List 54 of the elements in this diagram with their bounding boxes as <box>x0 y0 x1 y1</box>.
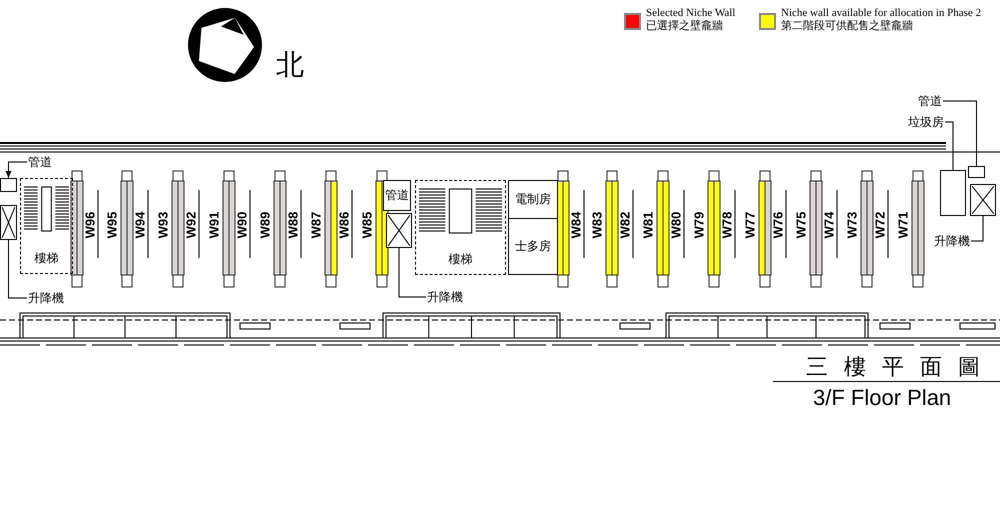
lift-shaft <box>0 205 17 240</box>
wall-number: W71 <box>896 212 910 238</box>
wall-number: W84 <box>569 212 584 238</box>
wall-number: W81 <box>641 212 656 238</box>
wall-number: W95 <box>105 212 120 238</box>
leader-text: 升降機 <box>427 290 463 304</box>
duct-box <box>940 170 966 216</box>
wall-number: W96 <box>83 212 98 238</box>
lift-shaft <box>386 213 412 248</box>
leader-text: 管道 <box>918 94 942 108</box>
legend-text: Selected Niche Wall 已選擇之壁龕牆 <box>646 7 736 33</box>
wall-number: W77 <box>743 212 758 238</box>
wall-number: W92 <box>184 212 198 238</box>
leader-line <box>6 162 28 178</box>
legend-text: Niche wall available for allocation in Phase 2 第二階段可供配售之壁龕牆 <box>781 7 982 33</box>
room-box: 電制房 <box>508 180 558 219</box>
leader-text: 垃圾房 <box>908 115 944 129</box>
wall-number: W93 <box>156 212 170 238</box>
duct-box <box>968 166 985 178</box>
wall-number: W90 <box>235 212 250 238</box>
room-box: 士多房 <box>508 218 558 275</box>
wall-number: W86 <box>337 212 352 238</box>
wall-number: W76 <box>771 212 786 238</box>
wall-number: W80 <box>669 212 684 238</box>
leader-text: 管道 <box>28 155 52 169</box>
wall-number: W82 <box>618 212 632 238</box>
duct-box <box>0 178 17 192</box>
room-label: 樓梯 <box>448 251 474 268</box>
leader-line <box>398 248 426 298</box>
wall-number: W83 <box>590 212 604 238</box>
wall-number: W74 <box>822 212 836 238</box>
wall-number: W91 <box>207 212 222 238</box>
leader-text: 升降機 <box>934 234 970 248</box>
wall-number: W85 <box>360 212 374 238</box>
room-label: 樓梯 <box>34 250 60 267</box>
staircase <box>20 178 73 274</box>
wall-number: W73 <box>845 212 860 238</box>
wall-number: W79 <box>692 212 706 238</box>
wall-number: W78 <box>720 212 734 238</box>
room-box: 管道 <box>383 180 411 211</box>
wall-number: W89 <box>258 212 272 238</box>
wall-number: W87 <box>309 212 324 238</box>
lift-shaft <box>970 184 996 216</box>
wall-number: W88 <box>286 212 300 238</box>
staircase <box>415 180 506 275</box>
north-label: 北 <box>276 50 304 80</box>
leader-text: 升降機 <box>28 291 64 305</box>
leader-line <box>942 100 977 166</box>
wall-number: W94 <box>133 212 148 238</box>
leader-line <box>970 216 984 242</box>
leader-line <box>8 240 28 298</box>
wall-number: W72 <box>873 212 888 238</box>
wall-number: W75 <box>794 212 808 238</box>
leader-line <box>944 122 954 170</box>
